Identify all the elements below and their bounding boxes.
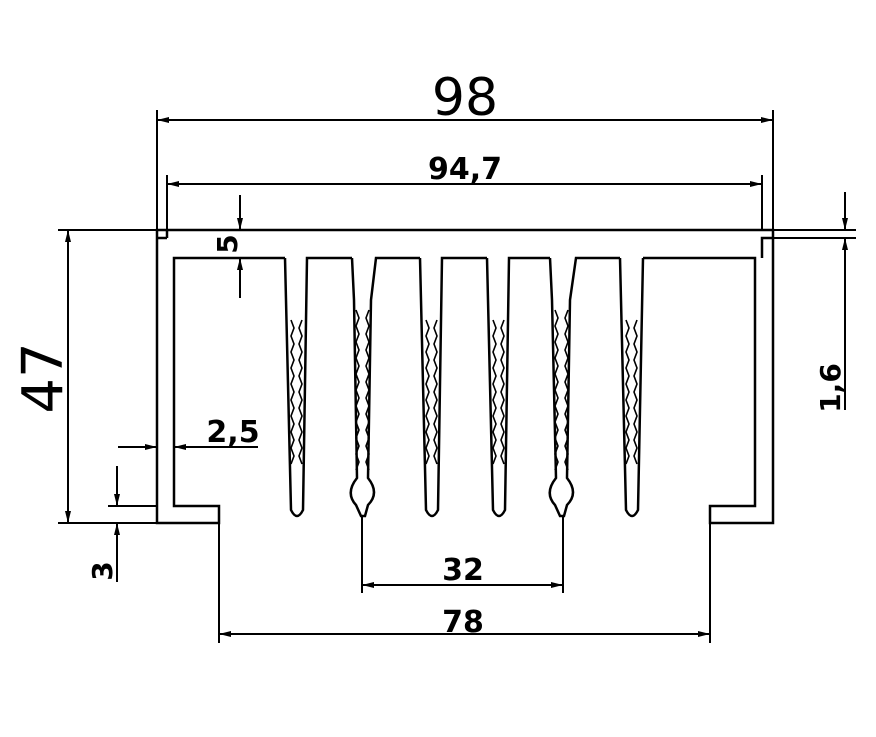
fin-3-serration [425, 319, 438, 465]
fin-5-serration [554, 309, 569, 471]
fin-5-boss [548, 256, 620, 518]
label-overall-width: 98 [432, 68, 498, 128]
fin-6 [618, 257, 645, 518]
label-slot-spacing: 32 [442, 553, 484, 588]
left-wall-outline [155, 238, 285, 525]
fin-4-serration [492, 319, 505, 465]
fin-6-serration [625, 319, 638, 465]
label-foot-span: 78 [442, 605, 484, 640]
label-height: 47 [11, 342, 76, 413]
right-wall-outline [643, 238, 775, 525]
fin-1-serration [290, 319, 303, 465]
label-top-thickness: 5 [211, 234, 244, 253]
label-foot-thickness: 3 [86, 561, 119, 580]
fin-4 [485, 256, 550, 518]
label-side-thickness: 2,5 [206, 415, 259, 450]
label-inner-width: 94,7 [428, 152, 502, 187]
fin-2-boss [349, 256, 420, 518]
top-plate-outline [155, 228, 775, 258]
fin-1 [283, 256, 352, 518]
fin-2-serration [355, 309, 370, 471]
label-lip-thickness: 1,6 [814, 363, 847, 413]
fin-3 [418, 256, 487, 518]
